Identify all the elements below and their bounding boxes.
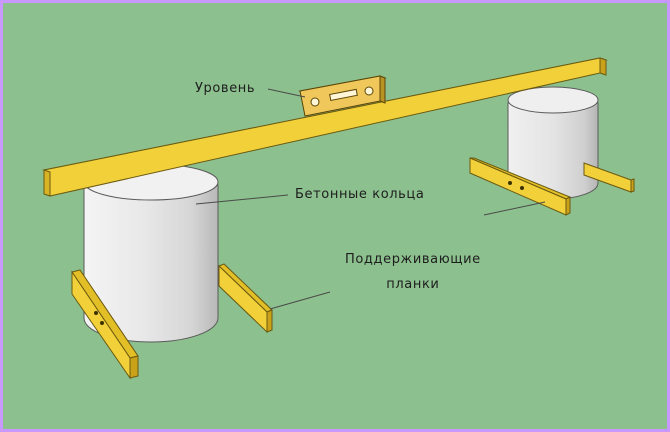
support-plank-left-front <box>71 269 139 380</box>
label-support-planks-line1: Поддерживающие <box>345 252 481 267</box>
leader-lines <box>195 88 546 310</box>
leader-line-planks-right <box>483 201 546 216</box>
level-bubble-vial <box>329 88 358 102</box>
spirit-level-icon <box>298 75 387 117</box>
support-plank-right-back <box>583 162 635 193</box>
label-concrete-rings: Бетонные кольца <box>295 187 425 202</box>
support-plank-left-back <box>218 263 273 334</box>
label-level: Уровень <box>195 81 256 96</box>
concrete-ring-right <box>507 86 599 200</box>
bolt-hole <box>94 311 98 315</box>
leader-line-planks-left <box>269 291 331 310</box>
label-support-planks: Поддерживающие планки <box>345 247 481 297</box>
foundation-scene <box>42 57 635 380</box>
concrete-ring-left <box>83 163 219 343</box>
label-support-planks-line2: планки <box>386 277 440 292</box>
leader-line-level <box>267 88 306 98</box>
support-plank-right-front <box>469 157 572 216</box>
bolt-hole <box>508 181 512 185</box>
leader-line-rings <box>195 194 289 205</box>
wooden-beam <box>42 57 608 197</box>
bolt-hole <box>100 321 104 325</box>
bolt-hole <box>520 186 524 190</box>
